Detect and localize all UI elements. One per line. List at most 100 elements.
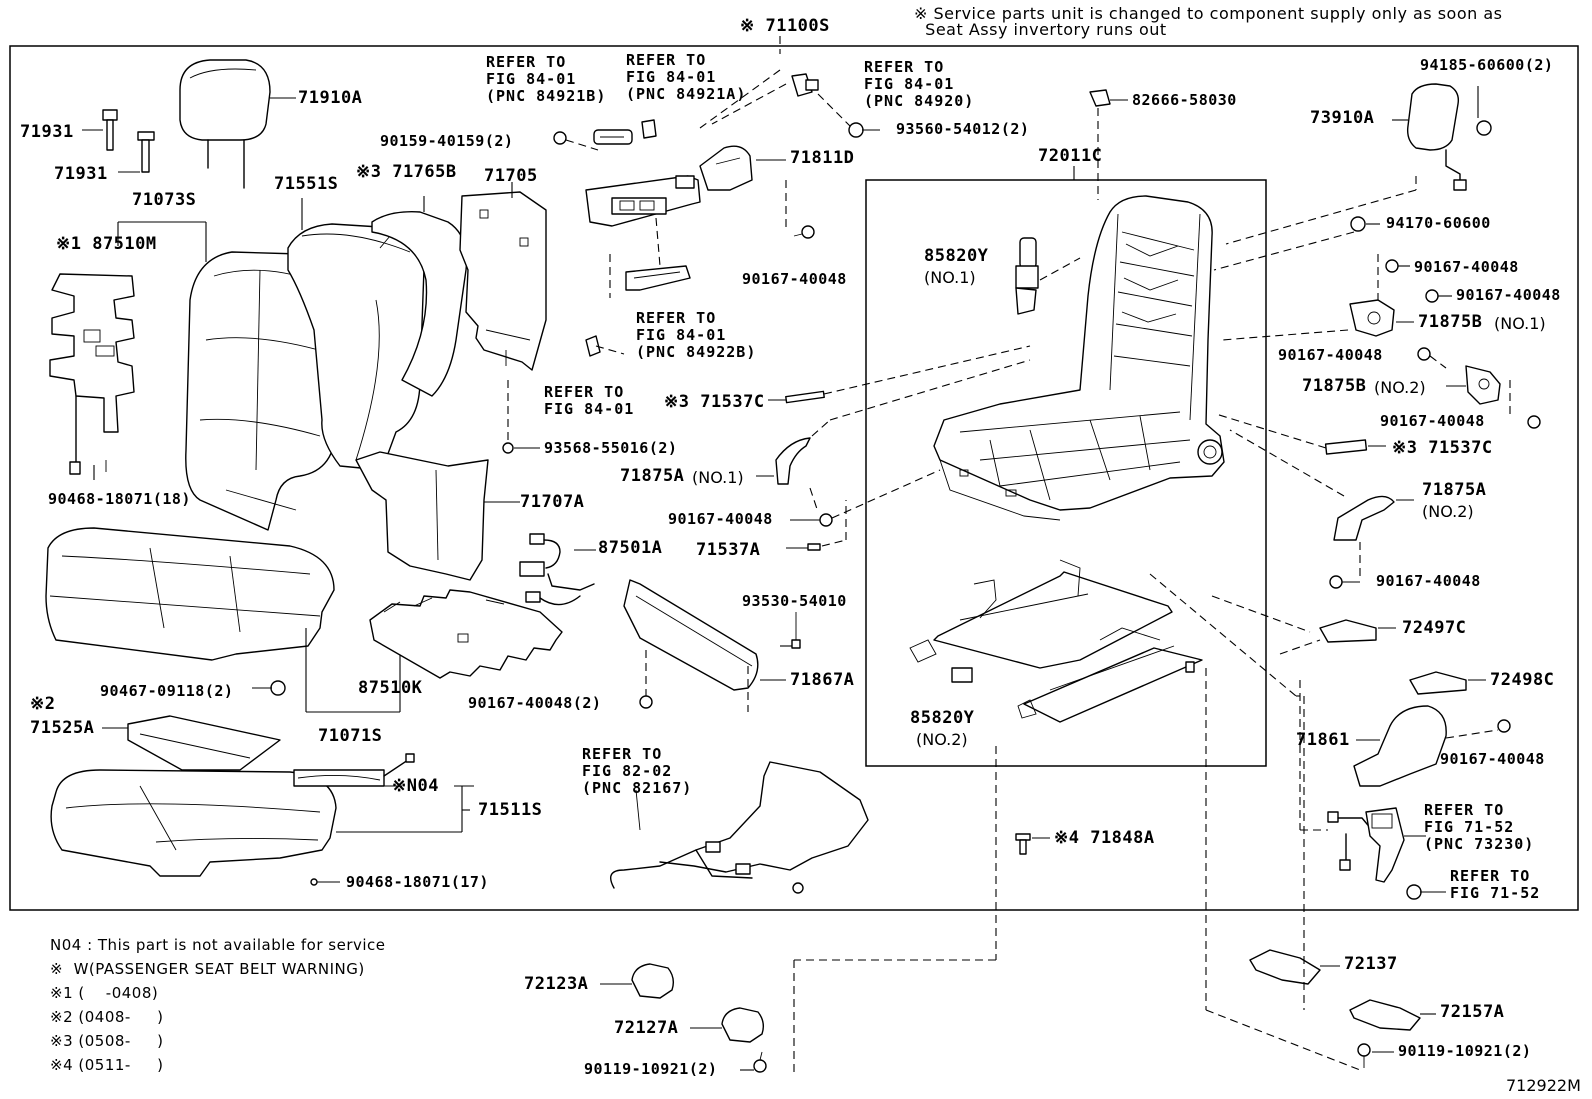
bracket-71073s — [117, 221, 207, 262]
cover-71875b-no1-icon — [1221, 299, 1414, 341]
cover-71875b-no2-icon — [1446, 365, 1511, 414]
cushion-heater-icon — [369, 589, 563, 679]
refer-84921b[interactable]: REFER TO FIG 84-01 (PNC 84921B) — [486, 53, 607, 105]
diagram-frame — [9, 45, 1579, 911]
rod-71537a-icon — [786, 500, 847, 551]
headrest-icon — [179, 59, 296, 189]
part-label-85820y-2-no: (NO.2) — [916, 730, 968, 749]
legend-1: ※1 ( -0408) — [50, 984, 159, 1002]
cover-72137-icon — [1249, 949, 1340, 985]
part-label-94170: 94170-60600 — [1386, 214, 1491, 232]
trim-71861-icon — [1353, 705, 1447, 787]
pin-71848a-icon — [1015, 833, 1050, 855]
seatback-heater-icon — [49, 273, 135, 475]
cover-71875a-no1-icon — [756, 359, 1031, 485]
legend-3: ※3 (0508- ) — [50, 1032, 164, 1050]
screw-90167-d-icon — [1417, 347, 1447, 369]
lumbar-73910a-icon — [1392, 83, 1467, 191]
clip-90468-17-icon — [310, 878, 340, 886]
part-label-71875b-1: 71875B — [1418, 312, 1483, 332]
refer-73230[interactable]: REFER TO FIG 71-52 (PNC 73230) — [1424, 801, 1535, 853]
part-label-71551s: 71551S — [274, 174, 339, 194]
part-label-90167-d: 90167-40048 — [1278, 346, 1383, 364]
part-label-87510k: 87510K — [358, 678, 423, 698]
screw-90119-b-icon — [1357, 1043, 1394, 1068]
part-label-90167-i: 90167-40048 — [1440, 750, 1545, 768]
cover-72157a-icon — [1349, 999, 1436, 1031]
part-label-72011c: 72011C — [1038, 146, 1103, 166]
bracket-84922b-icon — [625, 265, 691, 291]
connector-87501a-icon — [519, 533, 596, 606]
figure-code: 712922M — [1506, 1076, 1581, 1095]
screw-93530-icon — [780, 612, 801, 649]
fastener-90467-icon — [252, 680, 286, 696]
screw-90167-f-icon — [790, 469, 941, 527]
part-label-72157a: 72157A — [1440, 1002, 1505, 1022]
cap-72123a-icon — [600, 963, 675, 999]
part-label-87501a: 87501A — [598, 538, 663, 558]
legend-2: ※2 (0408- ) — [50, 1008, 164, 1026]
pad-71525a-icon — [127, 715, 281, 771]
clip-8401-icon — [585, 335, 625, 357]
part-label-93560: 93560-54012(2) — [896, 120, 1030, 138]
cover-72498c-icon — [1409, 671, 1486, 695]
service-note: ※ Service parts unit is changed to compo… — [914, 4, 1503, 40]
refer-84921a[interactable]: REFER TO FIG 84-01 (PNC 84921A) — [626, 51, 747, 103]
legend-w: ※ W(PASSENGER SEAT BELT WARNING) — [50, 960, 365, 978]
screw-90167-g-icon — [1329, 542, 1361, 589]
screw-90159-icon — [553, 131, 599, 151]
part-label-71525a-note: ※2 — [30, 694, 56, 714]
part-label-90167-a: 90167-40048 — [742, 270, 847, 288]
seatback-board-icon — [459, 191, 547, 371]
motor-no1-icon — [1015, 237, 1081, 315]
seat-track-icon — [909, 559, 1203, 723]
part-label-71537c-right: ※3 71537C — [1392, 438, 1493, 458]
screw-90167-h-icon — [639, 650, 653, 709]
refer-82167[interactable]: REFER TO FIG 82-02 (PNC 82167) — [582, 745, 693, 797]
part-label-90167-b: 90167-40048 — [1414, 258, 1519, 276]
screw-90167-i-icon — [1445, 719, 1511, 739]
part-label-71931a: 71931 — [20, 122, 74, 142]
part-label-71875a-1: 71875A — [620, 466, 685, 486]
part-label-90467: 90467-09118(2) — [100, 682, 234, 700]
part-label-71931b: 71931 — [54, 164, 108, 184]
part-label-90167-c: 90167-40048 — [1456, 286, 1561, 304]
part-label-71073s: 71073S — [132, 190, 197, 210]
nut-94170-icon — [1350, 216, 1380, 232]
screw-90167-b-icon — [1377, 254, 1410, 308]
part-label-71910a: 71910A — [298, 88, 363, 108]
wire-n04-icon — [293, 753, 415, 787]
screw-90167-a-icon — [785, 180, 815, 239]
part-label-71848a: ※4 71848A — [1054, 828, 1155, 848]
assembly-bracket-71100s — [699, 36, 781, 129]
refer-84922b[interactable]: REFER TO FIG 84-01 (PNC 84922B) — [636, 309, 757, 361]
part-label-71100s: ※ 71100S — [740, 16, 830, 36]
part-label-90159: 90159-40159(2) — [380, 132, 514, 150]
cover-72497c-icon — [1319, 619, 1396, 643]
legend-4: ※4 (0511- ) — [50, 1056, 164, 1074]
part-label-90167-e: 90167-40048 — [1380, 412, 1485, 430]
seatback-pad-upper-icon — [371, 211, 468, 397]
part-label-72137: 72137 — [1344, 954, 1398, 974]
part-label-71071s: 71071S — [318, 726, 383, 746]
seatbelt-buckle-icon — [1327, 807, 1426, 883]
wire-harness-icon — [610, 761, 869, 894]
refer-7152[interactable]: REFER TO FIG 71-52 — [1450, 867, 1541, 902]
part-label-90167-f: 90167-40048 — [668, 510, 773, 528]
screw-90167-e-icon — [1527, 415, 1541, 429]
nut-7152-icon — [1406, 884, 1446, 900]
part-82666-icon — [1089, 89, 1128, 107]
part-label-71525a: 71525A — [30, 718, 95, 738]
seat-frame-icon — [933, 195, 1225, 521]
part-label-71811d: 71811D — [790, 148, 855, 168]
cover-71875a-no2-icon — [1229, 429, 1414, 541]
part-label-71875a-2: 71875A — [1422, 480, 1487, 500]
refer-8401[interactable]: REFER TO FIG 84-01 — [544, 383, 635, 418]
screw-93568-icon — [502, 380, 540, 454]
refer-84920[interactable]: REFER TO FIG 84-01 (PNC 84920) — [864, 58, 975, 110]
part-label-71537c-left: ※3 71537C — [664, 392, 765, 412]
bracket-71511s — [336, 785, 474, 833]
leader-dashes-right — [1097, 108, 1361, 1071]
part-label-90119-a: 90119-10921(2) — [584, 1060, 718, 1078]
rod-71537c-left-icon — [768, 345, 1031, 404]
